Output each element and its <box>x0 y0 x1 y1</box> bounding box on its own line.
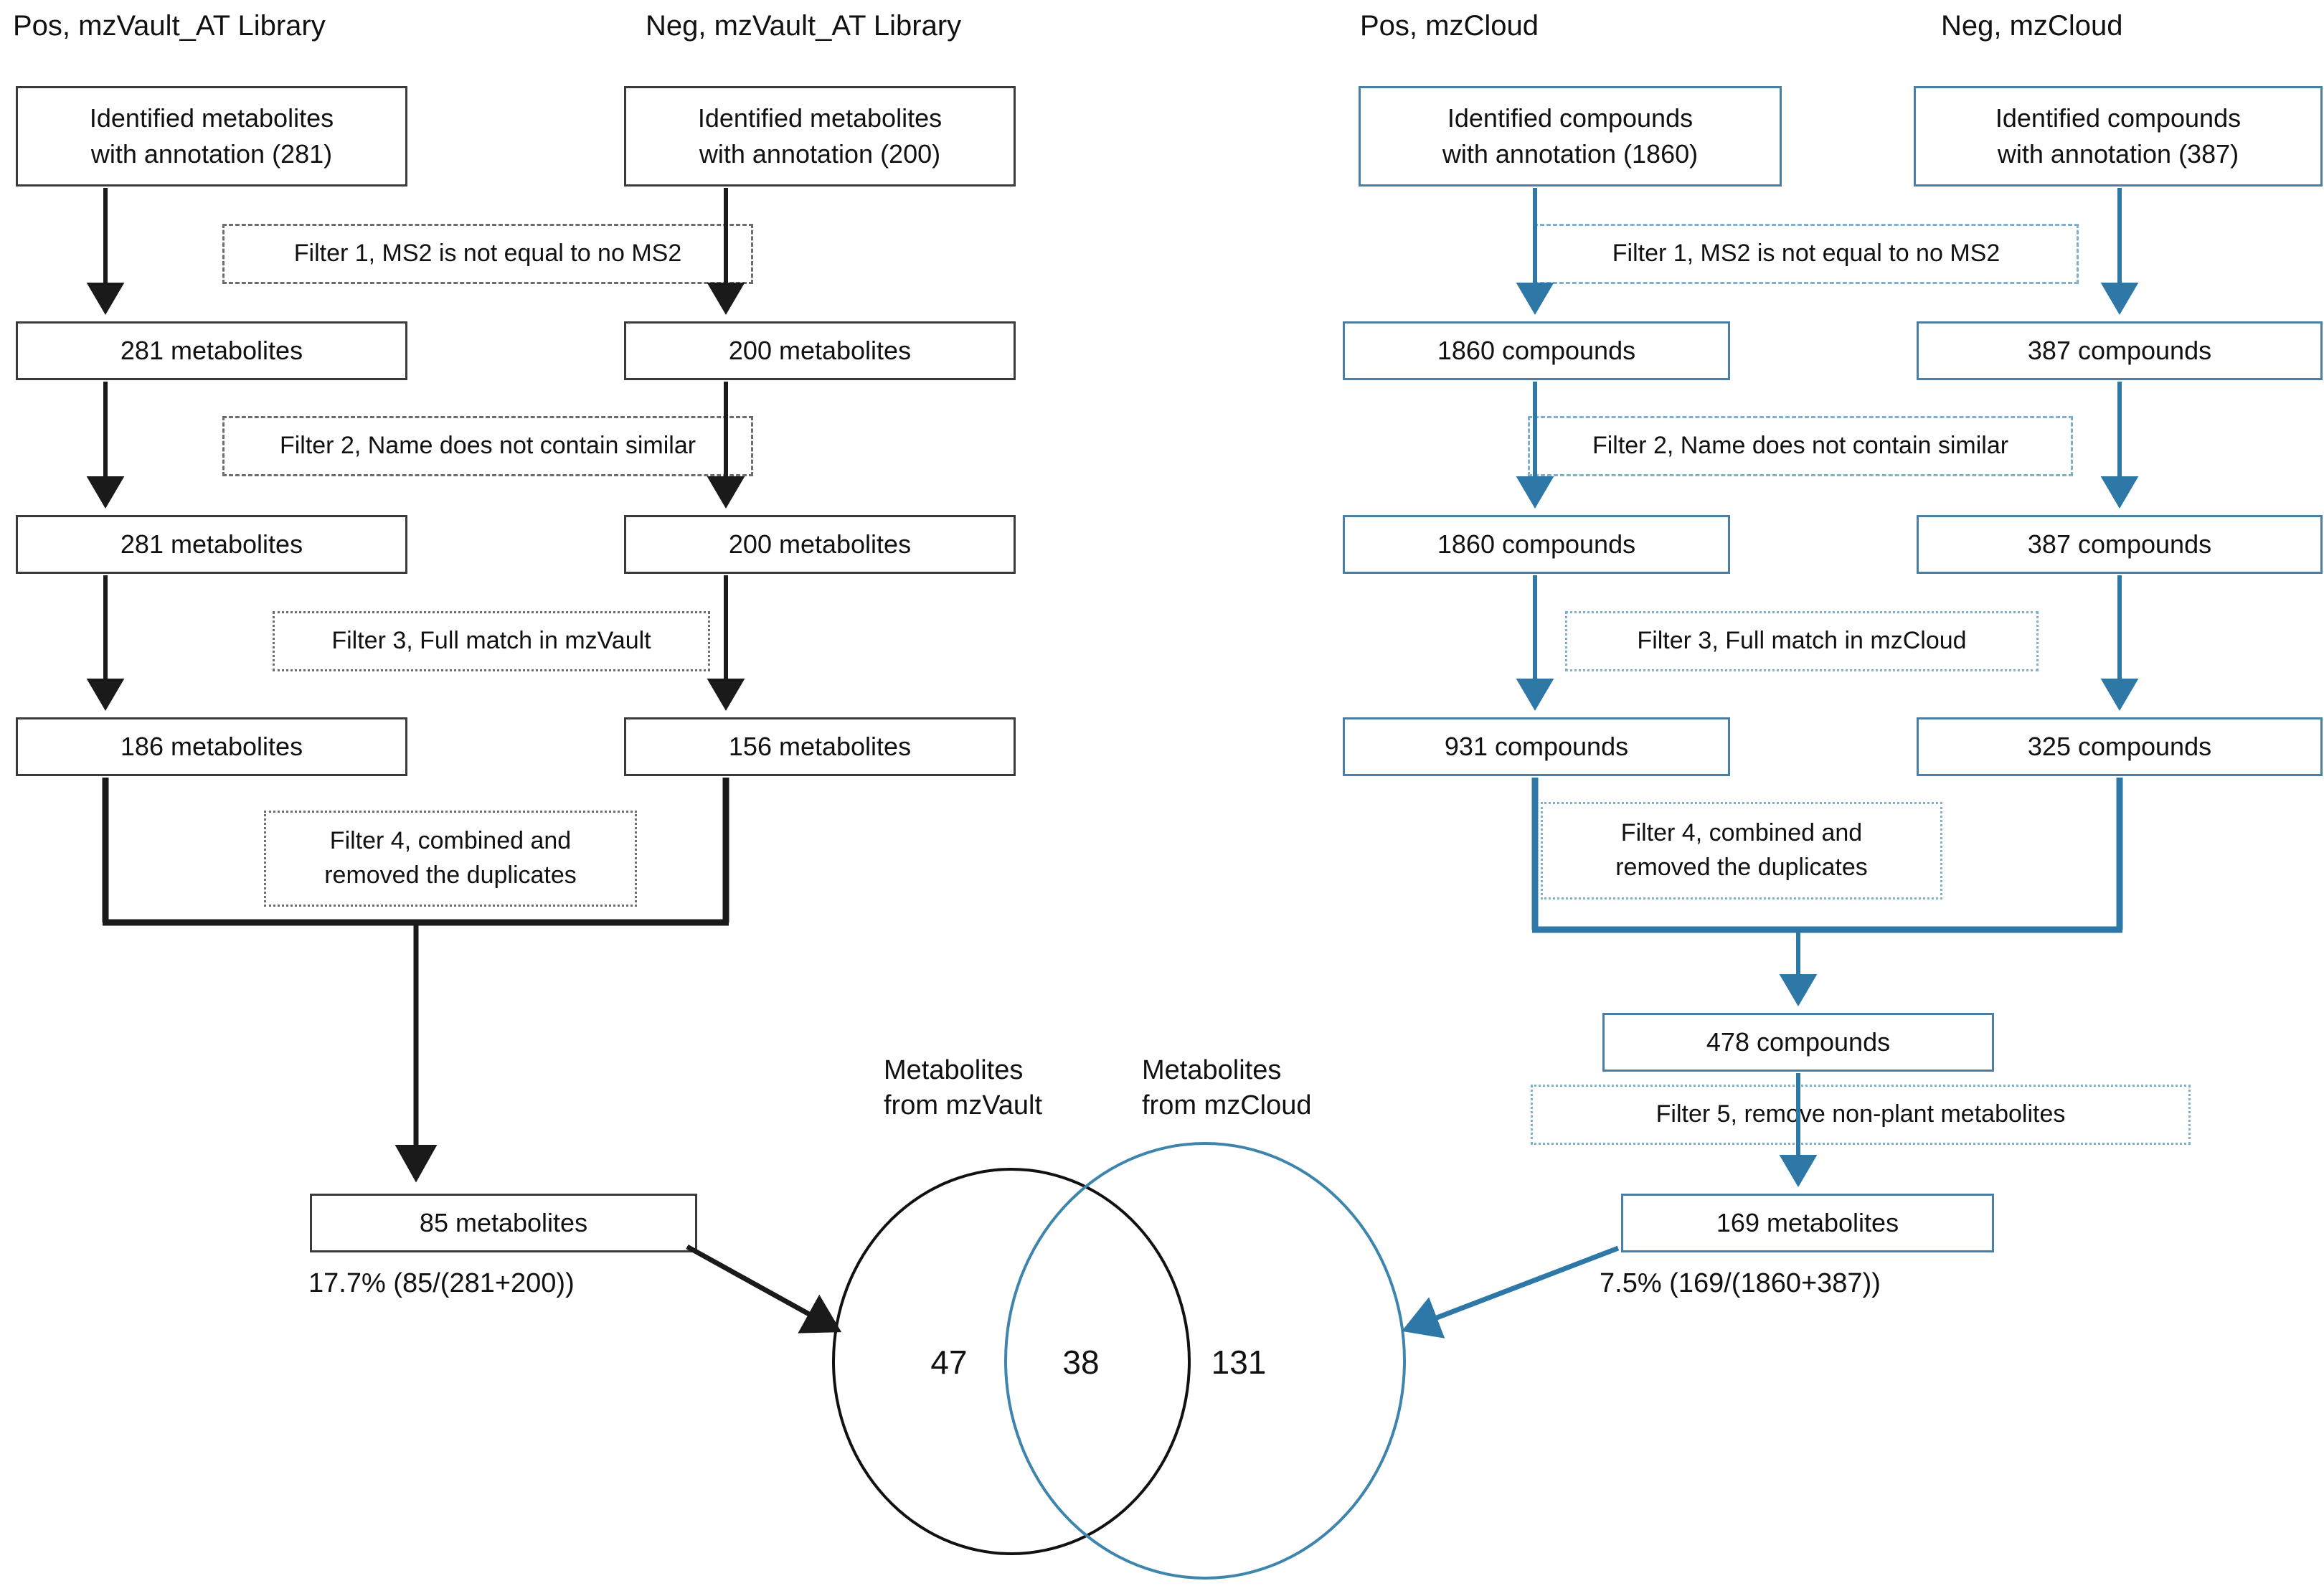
connector-cloud-merge <box>1532 926 2122 1006</box>
filter-text-line-2: removed the duplicates <box>1615 854 1868 881</box>
box-neg-vault-start: Identified metabolites with annotation (… <box>624 86 1016 187</box>
venn-label-left-line-1: Metabolites <box>884 1055 1024 1085</box>
box-line-1: 931 compounds <box>1444 732 1629 762</box>
box-neg-cloud-after-filter1: 387 compounds <box>1917 321 2323 380</box>
box-neg-cloud-start: Identified compounds with annotation (38… <box>1914 86 2323 187</box>
filter-label-cloud-5: Filter 5, remove non-plant metabolites <box>1531 1085 2191 1145</box>
filter-label-cloud-2: Filter 2, Name does not contain similar <box>1528 416 2073 476</box>
filter-label-cloud-4: Filter 4, combined and removed the dupli… <box>1541 802 1942 900</box>
box-line-2: with annotation (1860) <box>1442 139 1699 169</box>
caption-cloud-percent: 7.5% (169/(1860+387)) <box>1600 1268 1881 1298</box>
venn-label-left: Metabolites from mzVault <box>884 1053 1042 1124</box>
filter-text: Filter 2, Name does not contain similar <box>279 432 696 460</box>
box-pos-vault-start: Identified metabolites with annotation (… <box>16 86 407 187</box>
column-header-neg-mzvault: Neg, mzVault_AT Library <box>646 10 962 42</box>
venn-label-right: Metabolites from mzCloud <box>1142 1053 1312 1124</box>
filter-label-vault-3: Filter 3, Full match in mzVault <box>273 611 710 671</box>
box-neg-vault-after-filter3: 156 metabolites <box>624 717 1016 776</box>
filter-text: Filter 1, MS2 is not equal to no MS2 <box>293 240 682 268</box>
box-line-1: 478 compounds <box>1706 1027 1891 1057</box>
box-cloud-combined: 478 compounds <box>1602 1013 1994 1072</box>
venn-label-left-line-2: from mzVault <box>884 1090 1043 1121</box>
box-line-1: 1860 compounds <box>1437 529 1636 560</box>
box-pos-vault-after-filter2: 281 metabolites <box>16 515 407 574</box>
filter-text: Filter 5, remove non-plant metabolites <box>1655 1100 2066 1128</box>
box-line-1: 281 metabolites <box>120 529 303 560</box>
box-line-1: 1860 compounds <box>1437 336 1636 366</box>
connector-vault-merge <box>103 919 729 1183</box>
filter-label-vault-2: Filter 2, Name does not contain similar <box>222 416 753 476</box>
box-pos-cloud-after-filter3: 931 compounds <box>1343 717 1730 776</box>
venn-label-right-line-2: from mzCloud <box>1142 1090 1312 1121</box>
box-line-1: 281 metabolites <box>120 336 303 366</box>
box-line-1: Identified metabolites <box>89 103 334 133</box>
filter-text: Filter 3, Full match in mzVault <box>331 627 651 655</box>
box-pos-cloud-after-filter1: 1860 compounds <box>1343 321 1730 380</box>
box-line-2: with annotation (281) <box>90 139 333 169</box>
box-neg-cloud-after-filter3: 325 compounds <box>1917 717 2323 776</box>
column-header-pos-mzvault: Pos, mzVault_AT Library <box>13 10 326 42</box>
filter-text-line-2: removed the duplicates <box>324 862 577 889</box>
connector-cloud-to-venn <box>1402 1245 1620 1339</box>
box-pos-vault-after-filter3: 186 metabolites <box>16 717 407 776</box>
box-line-1: Identified metabolites <box>697 103 943 133</box>
box-line-1: Identified compounds <box>1447 103 1694 133</box>
box-line-1: 200 metabolites <box>728 336 912 366</box>
box-line-1: 387 compounds <box>2027 529 2212 560</box>
filter-text: Filter 3, Full match in mzCloud <box>1637 627 1967 655</box>
venn-count-right-only: 131 <box>1211 1344 1267 1381</box>
box-line-2: with annotation (387) <box>1997 139 2239 169</box>
filter-text-line-1: Filter 4, combined and <box>1620 819 1863 847</box>
box-pos-cloud-start: Identified compounds with annotation (18… <box>1359 86 1782 187</box>
box-line-2: with annotation (200) <box>699 139 941 169</box>
box-neg-cloud-after-filter2: 387 compounds <box>1917 515 2323 574</box>
box-line-1: 325 compounds <box>2027 732 2212 762</box>
connector-vault-to-venn <box>686 1244 842 1334</box>
box-line-1: 85 metabolites <box>419 1208 588 1238</box>
filter-label-vault-1: Filter 1, MS2 is not equal to no MS2 <box>222 224 753 284</box>
box-line-1: 387 compounds <box>2027 336 2212 366</box>
filter-label-cloud-3: Filter 3, Full match in mzCloud <box>1565 611 2039 671</box>
box-line-1: 156 metabolites <box>728 732 912 762</box>
box-cloud-final: 169 metabolites <box>1621 1194 1994 1252</box>
box-vault-combined: 85 metabolites <box>310 1194 697 1252</box>
caption-vault-percent: 17.7% (85/(281+200)) <box>308 1268 575 1298</box>
filter-label-cloud-1: Filter 1, MS2 is not equal to no MS2 <box>1534 224 2079 284</box>
box-line-1: 200 metabolites <box>728 529 912 560</box>
box-pos-cloud-after-filter2: 1860 compounds <box>1343 515 1730 574</box>
box-neg-vault-after-filter2: 200 metabolites <box>624 515 1016 574</box>
filter-text: Filter 2, Name does not contain similar <box>1592 432 2009 460</box>
box-line-1: Identified compounds <box>1995 103 2242 133</box>
venn-count-intersection: 38 <box>1062 1344 1100 1381</box>
filter-text: Filter 1, MS2 is not equal to no MS2 <box>1612 240 2001 268</box>
venn-circle-mzcloud <box>1004 1142 1406 1580</box>
venn-label-right-line-1: Metabolites <box>1142 1055 1282 1085</box>
column-header-pos-mzcloud: Pos, mzCloud <box>1360 10 1539 42</box>
box-line-1: 169 metabolites <box>1716 1208 1899 1238</box>
box-line-1: 186 metabolites <box>120 732 303 762</box>
venn-count-left-only: 47 <box>930 1344 968 1381</box>
filter-label-vault-4: Filter 4, combined and removed the dupli… <box>264 811 637 907</box>
column-header-neg-mzcloud: Neg, mzCloud <box>1941 10 2123 42</box>
filter-text-line-1: Filter 4, combined and <box>329 827 572 855</box>
box-neg-vault-after-filter1: 200 metabolites <box>624 321 1016 380</box>
box-pos-vault-after-filter1: 281 metabolites <box>16 321 407 380</box>
